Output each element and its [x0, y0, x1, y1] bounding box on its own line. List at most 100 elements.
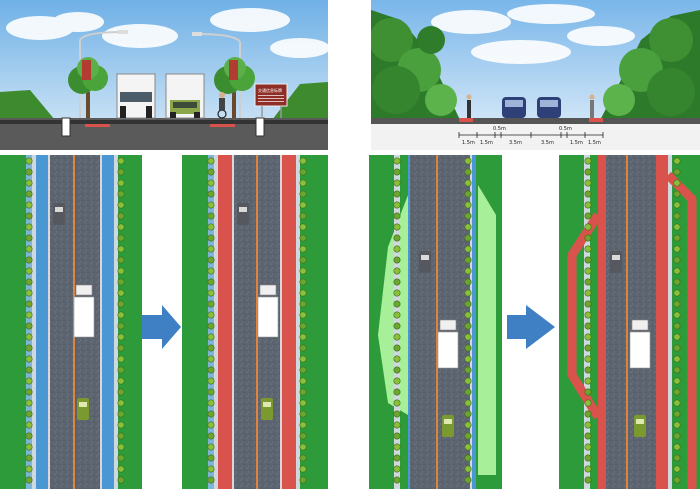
plan-views	[0, 155, 700, 489]
shrub	[299, 421, 307, 429]
rural-transform-arrow	[507, 305, 555, 349]
shrub	[584, 443, 592, 451]
shrub	[299, 223, 307, 231]
shrub	[207, 201, 215, 209]
shrub	[673, 278, 681, 286]
shrub	[299, 399, 307, 407]
shrub	[584, 212, 592, 220]
shrub	[584, 223, 592, 231]
curb-left	[61, 117, 71, 137]
shrub	[584, 201, 592, 209]
shrub	[393, 366, 401, 374]
shrub	[117, 443, 125, 451]
curb-right	[255, 117, 265, 137]
shrub	[117, 300, 125, 308]
shrub	[393, 322, 401, 330]
shrub	[464, 322, 472, 330]
shrub	[25, 333, 33, 341]
shrub	[584, 421, 592, 429]
shrub	[673, 190, 681, 198]
truck-white	[257, 284, 279, 338]
plan-rural-before	[369, 155, 502, 489]
shrub	[25, 388, 33, 396]
left-forest	[371, 10, 461, 122]
shrub	[207, 322, 215, 330]
shrub	[207, 443, 215, 451]
shrub	[299, 388, 307, 396]
car-left	[502, 97, 526, 118]
shrub	[207, 476, 215, 484]
shrub	[299, 168, 307, 176]
shrub	[299, 410, 307, 418]
shrub	[25, 377, 33, 385]
shrub	[584, 333, 592, 341]
shrub	[393, 201, 401, 209]
shrub	[25, 432, 33, 440]
shrub	[117, 399, 125, 407]
shrub-row	[393, 157, 472, 484]
shrub	[207, 267, 215, 275]
shrub	[299, 355, 307, 363]
shrub	[584, 190, 592, 198]
shrub	[207, 344, 215, 352]
plan-urban-before	[0, 155, 142, 489]
shrub	[584, 410, 592, 418]
shrub	[673, 388, 681, 396]
shrub	[207, 333, 215, 341]
dimension-label: 1.5m	[462, 140, 475, 146]
shrub	[673, 443, 681, 451]
shrub	[25, 278, 33, 286]
shrub	[673, 476, 681, 484]
bike-lane-left	[85, 124, 110, 127]
traffic-info-sign: 交通信息标牌	[254, 83, 288, 118]
shrub	[393, 289, 401, 297]
shrub	[117, 278, 125, 286]
plan-urban-after	[182, 155, 328, 489]
shrub	[393, 454, 401, 462]
shrub	[207, 278, 215, 286]
shrub	[393, 355, 401, 363]
shrub	[584, 278, 592, 286]
shrub	[299, 322, 307, 330]
shrub	[464, 201, 472, 209]
pedestrian-right	[589, 94, 595, 118]
shrub	[25, 465, 33, 473]
shrub	[299, 190, 307, 198]
shrub	[25, 245, 33, 253]
dimension-label: 1.5m	[588, 140, 601, 146]
shrub	[584, 388, 592, 396]
shrub	[299, 443, 307, 451]
clouds	[6, 8, 328, 58]
shrub	[25, 201, 33, 209]
shrub	[207, 410, 215, 418]
shrub	[393, 465, 401, 473]
pole-sign-left	[82, 60, 91, 80]
shrub	[299, 179, 307, 187]
shrub	[464, 256, 472, 264]
shrub	[393, 399, 401, 407]
shrub	[584, 234, 592, 242]
shrub	[464, 388, 472, 396]
shrub	[393, 432, 401, 440]
shrub	[25, 476, 33, 484]
bike-lane-right	[210, 124, 235, 127]
shrub	[673, 223, 681, 231]
shrub	[464, 476, 472, 484]
bike-lane-right	[102, 155, 114, 489]
shrub	[584, 454, 592, 462]
shrub	[673, 300, 681, 308]
shrub	[117, 322, 125, 330]
shrub	[117, 267, 125, 275]
shrub-row	[584, 157, 681, 484]
shrub	[393, 223, 401, 231]
shrub	[464, 157, 472, 165]
shrub	[207, 454, 215, 462]
arrow-right-icon	[507, 305, 555, 349]
shrub	[299, 377, 307, 385]
pedestrian-left	[466, 94, 472, 118]
shrub	[299, 267, 307, 275]
buffer-zone-left	[378, 195, 408, 415]
shrub	[117, 421, 125, 429]
shrub	[207, 212, 215, 220]
left-hill	[0, 90, 55, 120]
